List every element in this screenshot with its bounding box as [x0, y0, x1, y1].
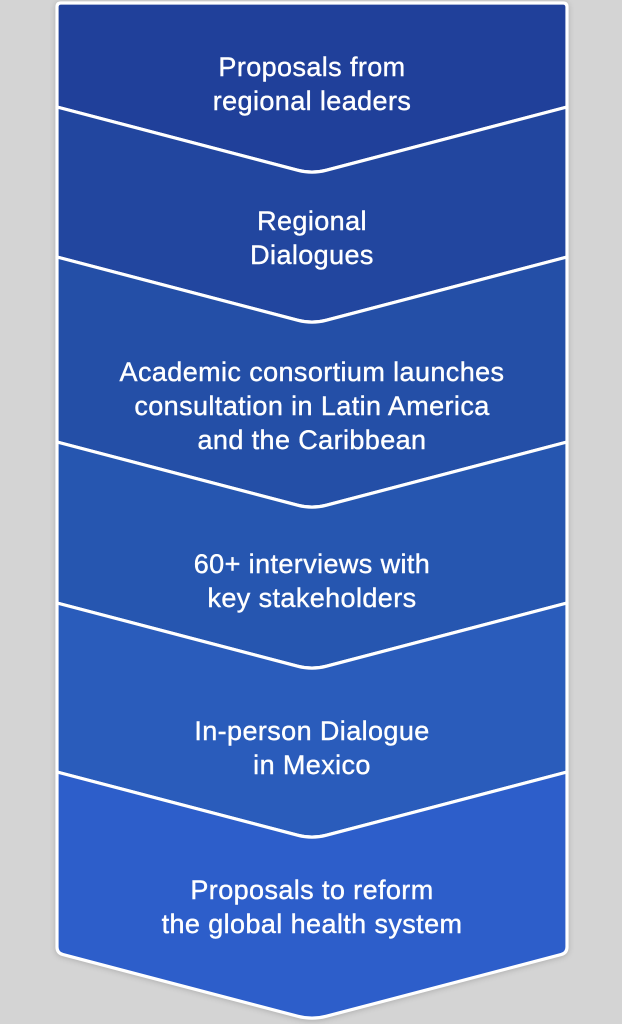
step-4-label: 60+ interviews with key stakeholders	[57, 547, 567, 615]
step-1-line-2: regional leaders	[212, 86, 412, 116]
step-3-line-2: consultation in Latin America	[134, 391, 490, 421]
step-5-line-2: in Mexico	[253, 750, 371, 780]
step-5-line-1: In-person Dialogue	[194, 716, 430, 746]
step-2-label: Regional Dialogues	[57, 204, 567, 272]
step-3-label: Academic consortium launches consultatio…	[57, 355, 567, 457]
step-6-line-2: the global health system	[161, 909, 463, 939]
step-6-label: Proposals to reform the global health sy…	[57, 873, 567, 941]
step-1-line-1: Proposals from	[218, 52, 406, 82]
step-4-line-1: 60+ interviews with	[193, 549, 431, 579]
step-4-line-2: key stakeholders	[207, 583, 417, 613]
step-3-line-1: Academic consortium launches	[119, 357, 505, 387]
step-5-label: In-person Dialogue in Mexico	[57, 714, 567, 782]
step-1-label: Proposals from regional leaders	[57, 50, 567, 118]
step-6-line-1: Proposals to reform	[190, 875, 434, 905]
step-2-line-2: Dialogues	[250, 240, 374, 270]
step-6-shape	[55, 770, 569, 1020]
step-2-line-1: Regional	[257, 206, 367, 236]
step-3-line-3: and the Caribbean	[197, 425, 427, 455]
